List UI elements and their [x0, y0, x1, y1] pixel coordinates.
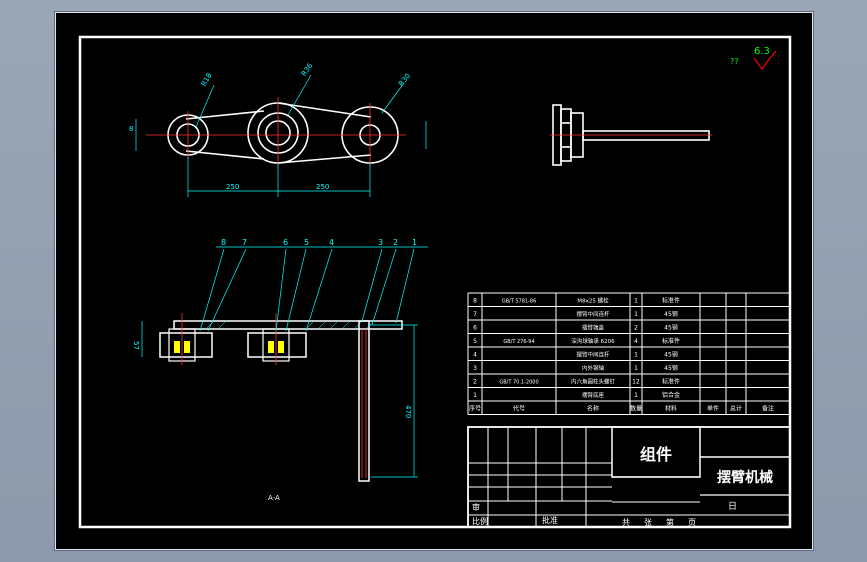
section-view	[141, 313, 418, 482]
title-machine-name: 摆臂机械	[717, 469, 773, 486]
bom-row-name: 摆臂底座	[582, 391, 605, 399]
roughness-value: 6.3	[754, 46, 770, 57]
dim-height: 470	[404, 405, 412, 418]
balloon-1: 8	[221, 238, 226, 247]
bom-row-qty: 1	[634, 298, 638, 305]
roughness-other: ??	[730, 57, 739, 66]
bom-header-cell: 名称	[587, 405, 599, 413]
bom-header-cell: 单件	[707, 405, 719, 413]
drawing-canvas: 6.3 ?? 250 250 R18 R36 R30	[78, 35, 792, 529]
bom-row-material: 标准件	[662, 337, 680, 345]
title-date-label: 日	[728, 501, 737, 512]
balloon-6: 3	[378, 238, 383, 247]
bom-row-qty: 1	[634, 311, 638, 318]
bom-row-no: 3	[473, 365, 477, 372]
bom-row-no: 6	[473, 325, 477, 332]
bom-row-material: 45钢	[664, 364, 678, 372]
bom-row-material: 45钢	[664, 351, 678, 359]
dim-radius-left: R18	[200, 72, 214, 88]
title-sheet-cell-2: 张	[644, 518, 652, 527]
bom-row-no: 7	[473, 311, 477, 318]
bom-row-qty: 12	[632, 379, 640, 386]
plan-dimensions	[135, 74, 427, 197]
bom-row-qty: 4	[634, 338, 638, 345]
bom-header-cell: 材料	[665, 405, 677, 413]
leader-lines	[199, 246, 428, 332]
bom-row-qty: 2	[634, 325, 638, 332]
bom-row-name: 内外钢轴	[582, 364, 605, 372]
bom-row-no: 1	[473, 392, 477, 399]
bom-row-code: GB/T 5781-86	[502, 299, 537, 305]
dim-span-right: 250	[316, 183, 329, 191]
bom-row-name: 摆臂端盖	[582, 324, 605, 332]
bom-header-cell: 代号	[513, 405, 525, 413]
bom-row-qty: 1	[634, 365, 638, 372]
bom-row-name: 摆臂中间连杆	[576, 310, 610, 318]
title-sheet-cell-3: 第	[666, 517, 674, 527]
view-label: A-A	[268, 494, 280, 502]
bom-row-no: 4	[473, 352, 477, 359]
title-sheet-cell-4: 页	[688, 518, 696, 527]
title-block	[467, 426, 791, 528]
bom-row-qty: 1	[634, 352, 638, 359]
title-mid-label: 批准	[542, 515, 558, 525]
dim-radius-right: R30	[397, 72, 412, 88]
dim-small: 8	[129, 125, 133, 133]
bom-row-material: 45钢	[664, 324, 678, 332]
balloon-4: 5	[304, 238, 309, 247]
dim-radius-middle: R36	[300, 61, 315, 77]
title-row-label-1: 审	[472, 502, 480, 512]
balloon-2: 7	[242, 238, 247, 247]
bom-row-material: 45钢	[664, 310, 678, 318]
dim-span-left: 250	[226, 183, 239, 191]
bom-row-no: 2	[473, 379, 477, 386]
bom-header-cell: 数量	[630, 405, 642, 413]
balloon-5: 4	[329, 238, 334, 247]
title-sheet-cell-1: 共	[622, 518, 630, 527]
balloon-7: 2	[393, 238, 398, 247]
roughness-symbol: 6.3 ??	[730, 46, 777, 71]
bom-row-material: 铝合金	[662, 391, 680, 399]
balloon-3: 6	[283, 238, 288, 247]
title-part-name: 组件	[640, 445, 672, 464]
bom-row-material: 标准件	[662, 378, 680, 386]
bill-of-materials: 8 GB/T 5781-86 M8x25 螺栓 1 标准件 7 摆臂中间连杆 1 45钢 6 摆臂端…	[467, 292, 791, 415]
bom-row-code: GB/T 70.1-2000	[499, 380, 538, 386]
bom-row-name: 深沟球轴承 6206	[571, 337, 615, 345]
bom-header-cell: 序号	[469, 405, 481, 413]
bom-row-material: 标准件	[662, 297, 680, 305]
drawing-frame	[78, 35, 792, 529]
bom-header-cell: 备注	[762, 405, 774, 413]
bom-row-qty: 1	[634, 392, 638, 399]
drawing-sheet: 6.3 ?? 250 250 R18 R36 R30	[55, 12, 813, 550]
bom-row-name: 内六角圆柱头螺钉	[571, 378, 616, 386]
title-row-label-2: 比例	[472, 516, 488, 526]
balloon-8: 1	[412, 238, 417, 247]
bom-header-cell: 总计	[730, 405, 742, 413]
bom-row-name: M8x25 螺栓	[577, 297, 609, 305]
dim-stack: 57	[132, 341, 140, 350]
bom-row-name: 摆臂中间连杆	[576, 351, 610, 359]
plan-centerlines	[146, 97, 406, 169]
bom-row-no: 5	[473, 338, 477, 345]
bom-row-no: 8	[473, 298, 477, 305]
bom-row-code: GB/T 276-94	[503, 339, 534, 345]
